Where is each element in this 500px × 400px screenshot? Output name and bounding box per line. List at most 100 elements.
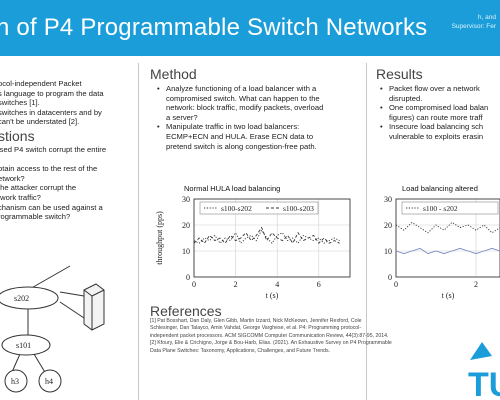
reference-line: independent packet processors. ACM SIGCO… (150, 332, 389, 339)
plot-frame (193, 198, 351, 278)
question-line: btain access to the rest of the (0, 164, 98, 174)
host-node-h3 (4, 369, 28, 393)
reference-line: Schlesinger, Dan Talayco, Amin Vahdat, G… (150, 325, 362, 332)
results-line: figures) can route more traff (389, 112, 483, 122)
node-label: s202 (14, 294, 29, 303)
chart-title-normal: Normal HULA load balancing (184, 184, 281, 193)
y-tick-label: 30 (384, 195, 392, 204)
method-line: Analyze functioning of a load balancer w… (166, 84, 317, 93)
results-line: Packet flow over a network (389, 84, 480, 93)
supervisor-line: Supervisor: Fer (451, 23, 496, 30)
question-line: chanism can be used against a (0, 202, 103, 212)
x-axis-label: t (s) (266, 291, 279, 300)
questions-text: ised P4 switch corrupt the entire btain … (0, 145, 106, 222)
topology-link (59, 291, 85, 297)
x-tick-label: 6 (317, 280, 321, 289)
reference-line: Data Plane Switches: Taxonomy, Applicati… (150, 347, 331, 354)
method-line: compromised switch. What can happen to t… (166, 93, 320, 103)
results-bullet: One compromised load balan figures) can … (380, 103, 488, 122)
intro-text: ocol-independent Packet s language to pr… (0, 79, 104, 127)
series-line-0 (193, 229, 340, 244)
questions-heading: stions (0, 128, 35, 144)
topology-link (59, 301, 85, 319)
y-tick-label: 20 (384, 221, 392, 230)
network-topology-diagram: s202 s101 h3 h4 (0, 265, 105, 393)
question-line (0, 155, 106, 165)
method-line: ECMP+ECN and HULA. Erase ECN data to (166, 131, 314, 141)
university-logo: TU (468, 342, 500, 400)
references-heading: References (150, 303, 222, 319)
switch-node-s202 (0, 286, 59, 310)
legend-box (401, 201, 499, 215)
intro-line: switches in datacenters and by (0, 107, 102, 117)
series-line-1 (193, 226, 340, 245)
reference-line: [2] Kfoury, Elie & Crichigno, Jorge & Bo… (150, 340, 392, 347)
legend-box (199, 201, 319, 215)
results-heading: Results (376, 66, 423, 82)
node-label: s101 (16, 341, 31, 350)
logo-text: TU (468, 366, 500, 400)
method-line: pretend switch is along congestion-free … (166, 141, 317, 151)
topology-link (11, 353, 21, 373)
y-tick-label: 10 (182, 247, 190, 256)
results-bullet: Packet flow over a network disrupted. (380, 84, 488, 103)
method-line: a server? (166, 112, 198, 122)
references-list: [1] Pat Bosshart, Dan Daly, Glen Gibb, M… (150, 318, 392, 355)
column-divider (138, 63, 139, 400)
results-bullets: Packet flow over a network disrupted. On… (380, 84, 488, 142)
x-tick-label: 4 (275, 280, 279, 289)
y-tick-label: 0 (388, 273, 392, 282)
server-icon (83, 283, 105, 331)
x-tick-label: 0 (394, 280, 398, 289)
server-icon-edge (83, 289, 93, 297)
host-node-h4 (38, 369, 62, 393)
node-label: h3 (11, 377, 19, 386)
authors-line: h, and (477, 14, 496, 21)
switch-node-s101 (1, 334, 51, 356)
question-line: the attacker corrupt the (0, 183, 77, 193)
series-line-0 (395, 221, 500, 234)
poster-title: n of P4 Programmable Switch Networks (0, 14, 428, 41)
logo-mark (470, 342, 492, 360)
method-bullet: Manipulate traffic in two load balancers… (157, 122, 323, 151)
y-tick-label: 10 (384, 247, 392, 256)
normal-hula-chart: 0 10 20 30 0 2 4 6 t (s) throughput (pps) s100-s20… (155, 195, 351, 300)
results-line: One compromised load balan (389, 103, 489, 113)
legend-label: s100-s203 (283, 204, 314, 213)
authors: h, and Supervisor: Fer (452, 13, 496, 31)
intro-line: ocol-independent Packet (0, 79, 82, 88)
intro-line: s language to program the data (0, 88, 104, 98)
y-tick-label: 20 (182, 221, 190, 230)
intro-line: switches [1]. (0, 98, 40, 108)
altered-load-balancing-chart: 0 10 20 30 0 2 t (s) s100 - s202 (384, 195, 500, 300)
chart-title-altered: Load balancing altered (402, 184, 478, 193)
x-axis-label: t (s) (442, 291, 455, 300)
method-line: Manipulate traffic in two load balancers… (166, 122, 300, 132)
x-tick-label: 0 (192, 280, 196, 289)
intro-line: can't be understated [2]. (0, 117, 80, 127)
plot-frame (395, 198, 500, 278)
question-line: ised P4 switch corrupt the entire (0, 145, 107, 154)
x-tick-label: 2 (474, 280, 478, 289)
topology-link (33, 353, 47, 375)
x-tick-label: 2 (234, 280, 238, 289)
method-heading: Method (150, 66, 197, 82)
method-bullets: Analyze functioning of a load balancer w… (157, 84, 323, 151)
y-tick-label: 0 (186, 273, 190, 282)
results-bullet: Insecure load balancing sch vulnerable t… (380, 122, 488, 141)
method-bullet: Analyze functioning of a load balancer w… (157, 84, 323, 122)
question-line: etwork? (0, 173, 25, 183)
question-line: rogrammable switch? (0, 212, 71, 222)
server-icon-edge (91, 289, 105, 297)
column-divider (366, 63, 367, 400)
reference-line: [1] Pat Bosshart, Dan Daly, Glen Gibb, M… (150, 318, 362, 324)
y-axis-label: throughput (pps) (155, 211, 164, 265)
question-line: twork traffic? (0, 192, 41, 202)
results-line: vulnerable to exploits erasin (389, 131, 484, 141)
legend-label: s100 - s202 (423, 204, 458, 213)
y-tick-label: 30 (182, 195, 190, 204)
results-line: Insecure load balancing sch (389, 122, 484, 132)
method-line: network: block traffic, modify packets, … (166, 103, 324, 113)
results-line: disrupted. (389, 93, 423, 103)
topology-link (27, 265, 71, 291)
